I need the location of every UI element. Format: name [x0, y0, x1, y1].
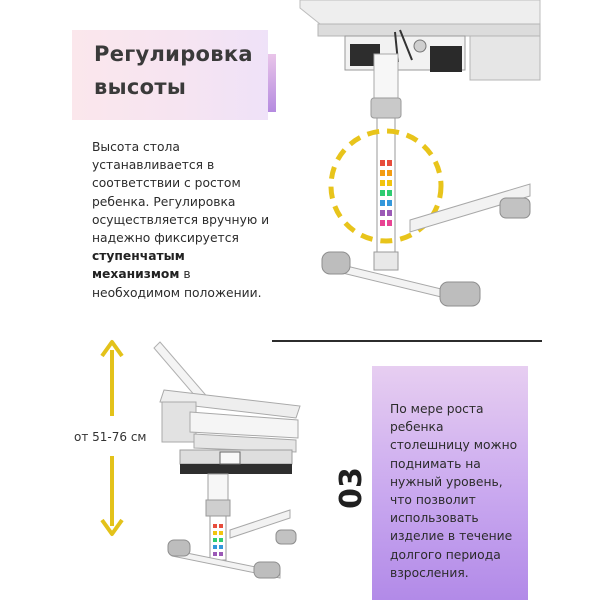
- page-title: Регулировка высоты: [94, 42, 253, 99]
- description-part2: в необходимом положении.: [92, 267, 262, 300]
- step-number: 03: [334, 467, 369, 509]
- title-accent-bar: [268, 54, 276, 112]
- description-bold: ступенчатым механизмом: [92, 249, 185, 282]
- section-divider: [272, 340, 542, 342]
- title-background: [72, 30, 268, 120]
- desk-full-illustration: [153, 341, 301, 579]
- description-part1: Высота стола устанавливается в соответст…: [92, 140, 270, 246]
- desk-closeup-illustration: [299, 0, 541, 307]
- description-text: Высота стола устанавливается в соответст…: [92, 138, 270, 302]
- note-text: По мере роста ребенка столешницу можно п…: [390, 402, 518, 580]
- note-background: [372, 366, 528, 600]
- height-scale: [380, 160, 392, 226]
- dashed-highlight-circle: [328, 128, 444, 244]
- height-range-label: от 51-76 см: [74, 430, 147, 444]
- height-arrow-icon: [100, 340, 124, 536]
